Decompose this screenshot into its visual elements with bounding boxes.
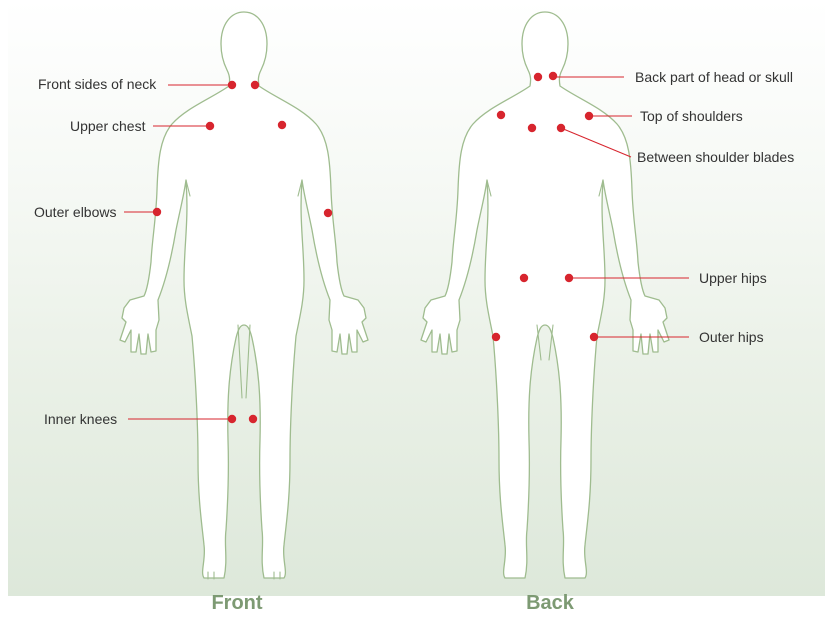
- front-figure: [120, 12, 368, 579]
- back-figure: [421, 12, 669, 578]
- label-inner-knees: Inner knees: [44, 411, 117, 427]
- tender-point-back-head-right: [549, 72, 557, 80]
- tender-point-inner-knee-right: [249, 415, 257, 423]
- caption-front: Front: [211, 592, 262, 614]
- tender-point-top-shoulder-left: [497, 111, 505, 119]
- tender-point-back-head-left: [534, 73, 542, 81]
- tender-point-front-neck-right: [251, 81, 259, 89]
- tender-point-top-shoulder-right: [585, 112, 593, 120]
- tender-point-outer-hip-left: [492, 333, 500, 341]
- tender-point-shoulder-blade-right: [557, 124, 565, 132]
- tender-point-outer-elbow-right: [324, 209, 332, 217]
- label-between-shoulder-blades: Between shoulder blades: [637, 149, 794, 165]
- tender-point-upper-hip-right: [565, 274, 573, 282]
- caption-back: Back: [526, 592, 575, 614]
- tender-point-shoulder-blade-left: [528, 124, 536, 132]
- label-upper-hips: Upper hips: [699, 270, 767, 286]
- tender-point-upper-chest-left: [206, 122, 214, 130]
- tender-point-upper-hip-left: [520, 274, 528, 282]
- tender-point-front-neck-left: [228, 81, 236, 89]
- tender-point-outer-hip-right: [590, 333, 598, 341]
- label-upper-chest: Upper chest: [70, 118, 146, 134]
- tender-point-outer-elbow-left: [153, 208, 161, 216]
- label-outer-elbows: Outer elbows: [34, 204, 116, 220]
- label-outer-hips: Outer hips: [699, 329, 764, 345]
- tender-point-inner-knee-left: [228, 415, 236, 423]
- label-front-sides-of-neck: Front sides of neck: [38, 76, 157, 92]
- tender-point-upper-chest-right: [278, 121, 286, 129]
- label-top-of-shoulders: Top of shoulders: [640, 108, 743, 124]
- label-back-of-head: Back part of head or skull: [635, 69, 793, 85]
